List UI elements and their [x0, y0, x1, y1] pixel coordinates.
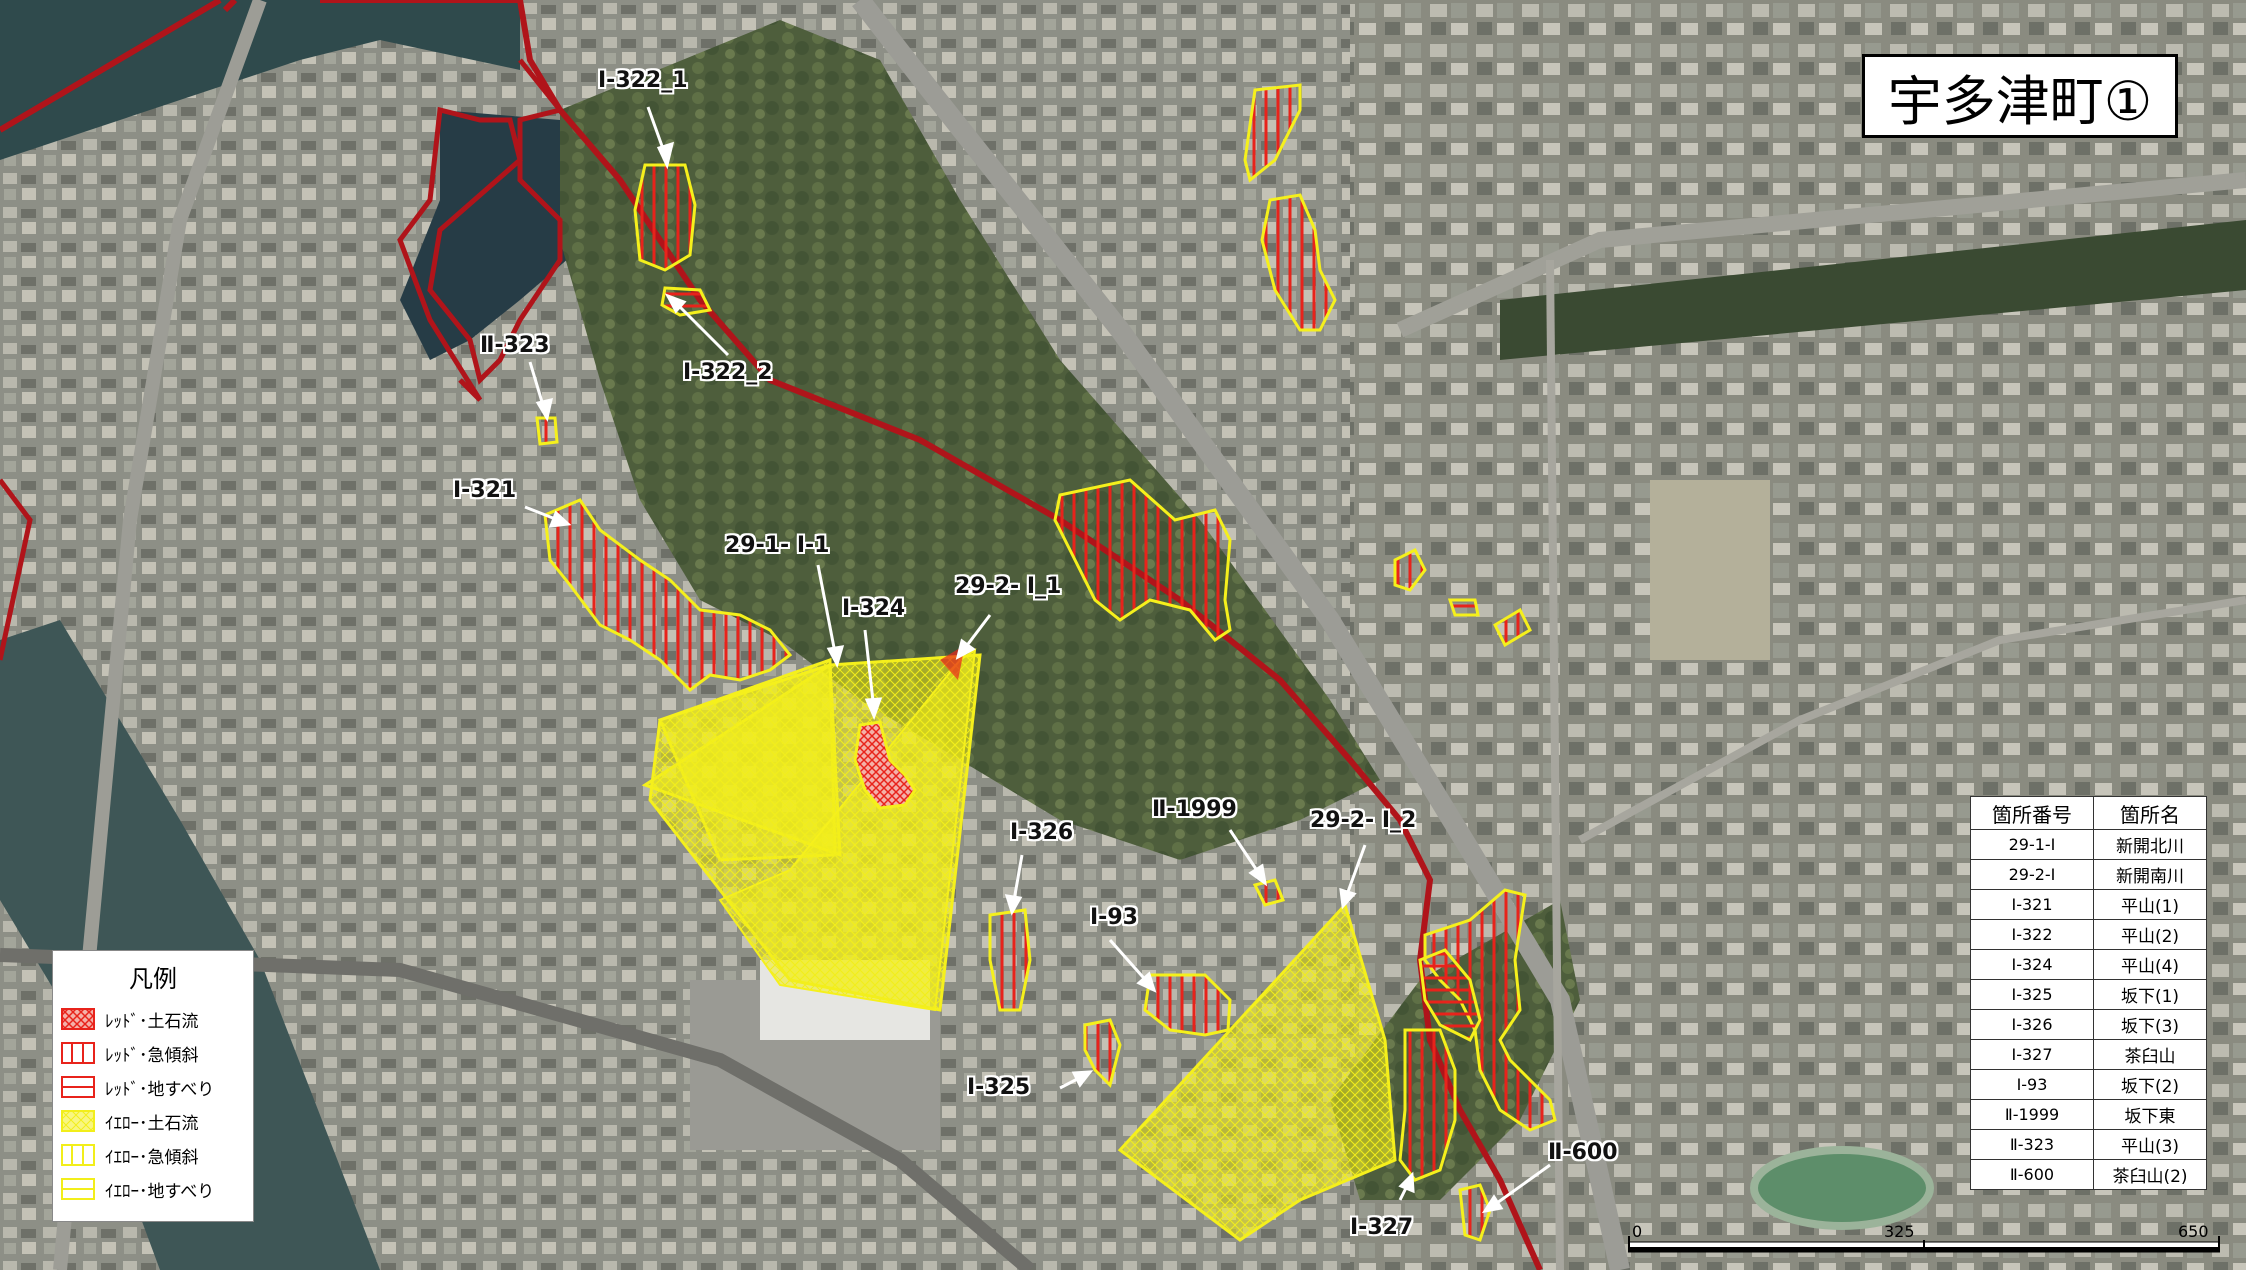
- site-number: 29-2-Ⅰ: [1970, 859, 2094, 890]
- scale-bar: 0 325 650: [1628, 1222, 2220, 1258]
- site-name: 新開北川: [2093, 829, 2207, 860]
- site-number: Ⅰ-93: [1970, 1069, 2094, 1100]
- legend-item: ﾚｯﾄﾞ･地すべり: [61, 1070, 245, 1104]
- label-i-321: Ⅰ-321: [453, 478, 517, 503]
- legend-label: ﾚｯﾄﾞ･土石流: [105, 1011, 199, 1032]
- site-number: Ⅱ-600: [1970, 1159, 2094, 1190]
- site-number: Ⅰ-325: [1970, 979, 2094, 1010]
- site-name: 坂下(2): [2093, 1069, 2207, 1100]
- site-name: 平山(1): [2093, 889, 2207, 920]
- legend-title: 凡例: [129, 965, 177, 993]
- site-name: 坂下(1): [2093, 979, 2207, 1010]
- header-site-number: 箇所番号: [1970, 796, 2094, 830]
- label-29-2-i-2: 29-2- Ⅰ_2: [1310, 808, 1417, 833]
- site-number: Ⅰ-327: [1970, 1039, 2094, 1070]
- label-i-322-2: Ⅰ-322_2: [683, 360, 773, 385]
- label-i-322-1: Ⅰ-322_1: [598, 68, 688, 93]
- site-name: 茶臼山(2): [2093, 1159, 2207, 1190]
- label-ii-600: Ⅱ-600: [1548, 1140, 1618, 1165]
- site-number: Ⅰ-324: [1970, 949, 2094, 980]
- scale-tick-650: 650: [2178, 1222, 2209, 1241]
- legend-label: ｲｴﾛｰ･地すべり: [105, 1181, 215, 1202]
- legend-label: ｲｴﾛｰ･急傾斜: [105, 1147, 199, 1168]
- legend-item: ｲｴﾛｰ･土石流: [61, 1104, 245, 1138]
- label-ii-323: Ⅱ-323: [480, 333, 550, 358]
- scale-tick-0: 0: [1632, 1222, 1643, 1241]
- site-number: Ⅰ-321: [1970, 889, 2094, 920]
- label-i-326: Ⅰ-326: [1010, 820, 1074, 845]
- site-number: Ⅰ-322: [1970, 919, 2094, 950]
- label-i-327: Ⅰ-327: [1350, 1215, 1414, 1240]
- red-debris-swatch: [61, 1008, 95, 1030]
- site-number: 29-1-Ⅰ: [1970, 829, 2094, 860]
- site-name: 茶臼山: [2093, 1039, 2207, 1070]
- site-name: 新開南川: [2093, 859, 2207, 890]
- label-i-325: Ⅰ-325: [967, 1075, 1031, 1100]
- site-name: 平山(4): [2093, 949, 2207, 980]
- label-i-324: Ⅰ-324: [842, 596, 906, 621]
- label-29-2-i-1: 29-2- Ⅰ_1: [955, 574, 1062, 599]
- legend: 凡例 ﾚｯﾄﾞ･土石流 ﾚｯﾄﾞ･急傾斜 ﾚｯﾄﾞ･地すべり ｲｴﾛｰ･土石流 …: [52, 950, 254, 1222]
- label-ii-1999: Ⅱ-1999: [1152, 797, 1237, 822]
- table-header-row: 箇所番号 箇所名: [1970, 796, 2207, 830]
- site-name: 平山(2): [2093, 919, 2207, 950]
- site-number: Ⅱ-1999: [1970, 1099, 2094, 1130]
- legend-item: ﾚｯﾄﾞ･土石流: [61, 1002, 245, 1036]
- label-29-1-i-1: 29-1- Ⅰ-1: [725, 533, 830, 558]
- legend-item: ｲｴﾛｰ･急傾斜: [61, 1138, 245, 1172]
- red-steep-swatch: [61, 1042, 95, 1064]
- site-number: Ⅱ-323: [1970, 1129, 2094, 1160]
- label-i-93: Ⅰ-93: [1090, 905, 1138, 930]
- red-landslide-swatch: [61, 1076, 95, 1098]
- site-name: 平山(3): [2093, 1129, 2207, 1160]
- scale-tick-325: 325: [1884, 1222, 1915, 1241]
- legend-label: ｲｴﾛｰ･土石流: [105, 1113, 199, 1134]
- yellow-steep-swatch: [61, 1144, 95, 1166]
- scale-bar-graphic: [1628, 1236, 2220, 1253]
- legend-label: ﾚｯﾄﾞ･地すべり: [105, 1079, 215, 1100]
- site-name: 坂下東: [2093, 1099, 2207, 1130]
- site-name: 坂下(3): [2093, 1009, 2207, 1040]
- header-site-name: 箇所名: [2093, 796, 2207, 830]
- legend-item: ﾚｯﾄﾞ･急傾斜: [61, 1036, 245, 1070]
- yellow-debris-swatch: [61, 1110, 95, 1132]
- yellow-landslide-swatch: [61, 1178, 95, 1200]
- site-number: Ⅰ-326: [1970, 1009, 2094, 1040]
- legend-item: ｲｴﾛｰ･地すべり: [61, 1172, 245, 1206]
- map-title: 宇多津町①: [1862, 54, 2178, 138]
- legend-label: ﾚｯﾄﾞ･急傾斜: [105, 1045, 199, 1066]
